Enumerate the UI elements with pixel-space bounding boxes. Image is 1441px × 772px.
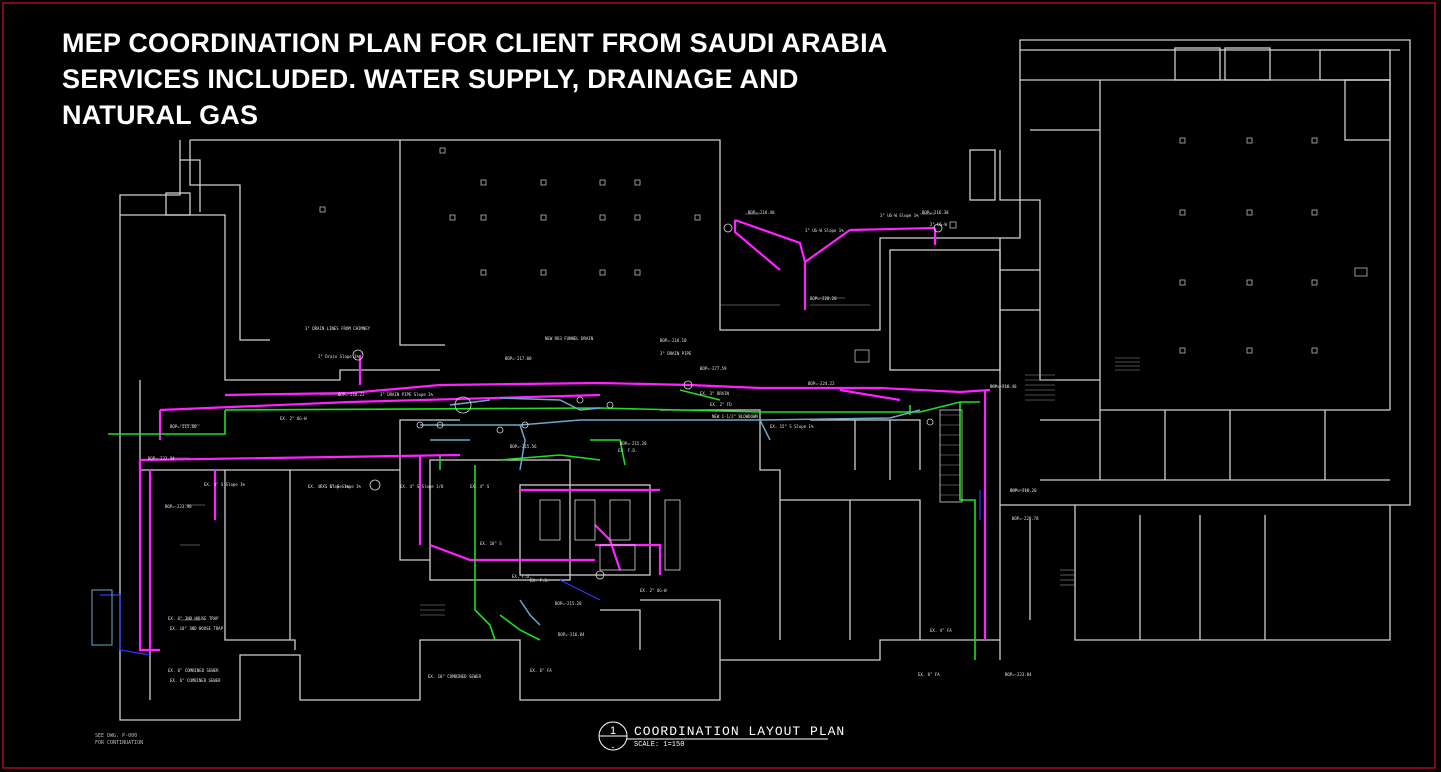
pipe-annotation: BOP=-216.48 bbox=[990, 384, 1017, 389]
pipe-annotation: 3" UG-W Slope 1% bbox=[805, 228, 844, 233]
pipe-annotation: BOP=-216.48 bbox=[748, 210, 775, 215]
pipe-annotation: 3" UG-W Slope 1% bbox=[880, 213, 919, 218]
pipe-annotation: BOP=-223.90 bbox=[165, 504, 192, 509]
pipe-annotation: EX. F.D. bbox=[618, 448, 637, 453]
pipe-annotation: BOP=-222.34 bbox=[148, 456, 175, 461]
pipe-annotation: EX. 6" 3ND HOUSE TRAP bbox=[168, 616, 219, 621]
pipe-annotation: EX. 2" FD bbox=[710, 402, 732, 407]
pipe-annotation: 3" DRAIN PIPE bbox=[660, 351, 692, 356]
title-line-1: MEP COORDINATION PLAN FOR CLIENT FROM SA… bbox=[62, 28, 888, 58]
title-line-2: SERVICES INCLUDED. WATER SUPPLY, DRAINAG… bbox=[62, 64, 799, 94]
pipe-annotation: EX. 2" UG-W bbox=[280, 416, 307, 421]
pipe-annotation: 3" DRAIN LINES FROM CHIMNEY bbox=[305, 326, 371, 331]
pipe-annotation: BOP=-277.59 bbox=[700, 366, 727, 371]
pipe-annotation: 2" UG-W bbox=[930, 222, 947, 227]
pipe-annotation: EX. 10" S bbox=[480, 541, 502, 546]
see-drawing-note: SEE DWG. P-000 bbox=[95, 733, 138, 739]
pipe-annotation: BOP=-216.20 bbox=[1010, 488, 1037, 493]
pipe-annotation: EX. 6" S Slope 1% bbox=[320, 484, 362, 489]
pipe-annotation: 2" Drain Slope 1% bbox=[318, 354, 360, 359]
pipe-annotation: BOP=-216.10 bbox=[660, 338, 687, 343]
plan-scale: SCALE: 1=150 bbox=[634, 741, 685, 749]
pipe-annotation: BOP=-223.84 bbox=[1005, 672, 1032, 677]
fixture-symbols bbox=[352, 223, 963, 580]
sewer-network bbox=[100, 490, 981, 656]
pipe-annotation: BOP=-224.22 bbox=[808, 381, 835, 386]
pipe-annotation: EX. 6" COMBINED SEWER bbox=[170, 678, 221, 683]
column-markers bbox=[319, 137, 1368, 363]
pipe-annotation: EX. 10" 3ND HOUSE TRAP bbox=[170, 626, 224, 631]
pipe-annotation: BOP=-228.28 bbox=[810, 296, 837, 301]
pipe-annotation: BOP=-220.78 bbox=[1012, 516, 1039, 521]
pipe-annotation: BOP=-215.28 bbox=[555, 601, 582, 606]
pipe-annotation: BOP=-216.22 bbox=[338, 392, 365, 397]
plan-title: COORDINATION LAYOUT PLAN bbox=[634, 724, 846, 739]
pipe-annotation: BOP=-216.38 bbox=[922, 210, 949, 215]
pipe-annotation: EX. 6" FA bbox=[530, 668, 552, 673]
annotation-leaders bbox=[170, 213, 1030, 621]
pipe-annotation: EX. 10" COMBINED SEWER bbox=[428, 674, 482, 679]
pipe-annotation: BOP=-215.56 bbox=[510, 444, 537, 449]
pipe-annotation: BOP=-215.28 bbox=[620, 441, 647, 446]
pipe-annotation: EX. 2" UG-W bbox=[640, 588, 667, 593]
pipe-annotation: 3" DRAIN PIPE Slope 1% bbox=[380, 392, 434, 397]
pipe-annotation: EX. 4" S Slope 1/8 bbox=[400, 484, 444, 489]
pipe-annotation: EX. F.D. bbox=[512, 574, 531, 579]
pipe-annotation: EX. 4" S Slope 1% bbox=[204, 482, 246, 487]
pipe-annotation: BOP=-215.60 bbox=[170, 424, 197, 429]
plan-label-graphic bbox=[598, 721, 828, 751]
pipe-annotation: EX. F.S. bbox=[530, 578, 549, 583]
pipe-annotation: EX. 6" FA bbox=[918, 672, 940, 677]
pipe-annotation: EX. 15" S Slope 1% bbox=[770, 424, 814, 429]
plan-number: 1 bbox=[609, 725, 617, 737]
continuation-note: FOR CONTINUATION bbox=[95, 740, 144, 746]
plan-sheet: - bbox=[611, 742, 615, 752]
pipe-annotation: EX. 3" DRAIN bbox=[700, 391, 729, 396]
pipe-annotation: NEW RO3 FUNNEL DRAIN bbox=[545, 336, 594, 341]
pipe-annotation: EX. 4" S Slope 1% bbox=[308, 484, 350, 489]
external-connection bbox=[91, 589, 113, 646]
pipe-annotation: EX. 4" FA bbox=[930, 628, 952, 633]
pipe-annotation: NEW 1-1/2" BLOWDOWN bbox=[712, 414, 758, 419]
pipe-annotation: EX. 6" COMBINED SEWER bbox=[168, 668, 219, 673]
building-walls bbox=[119, 39, 1411, 721]
pipe-annotation: BOP=-216.84 bbox=[558, 632, 585, 637]
pipe-annotation: BOP=-217.00 bbox=[505, 356, 532, 361]
title-line-3: NATURAL GAS bbox=[62, 100, 259, 130]
natural-gas-network bbox=[420, 397, 921, 626]
pipe-annotation: EX. 4" S bbox=[470, 484, 490, 489]
